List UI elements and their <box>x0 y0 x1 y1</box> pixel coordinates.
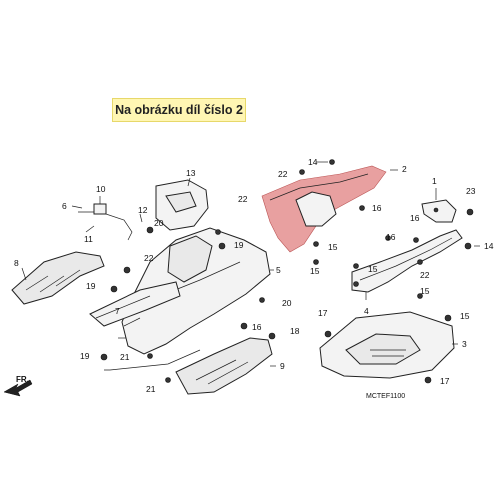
part-3-under-tray <box>319 311 455 379</box>
callout-7: 7 <box>115 306 120 316</box>
part-number-banner: Na obrázku díl číslo 2 <box>112 98 246 122</box>
front-direction-arrow <box>3 379 33 397</box>
callout-4: 4 <box>364 306 369 316</box>
part-1-bracket <box>421 199 457 223</box>
callout-19-bottom: 19 <box>80 351 90 361</box>
callout-19-top: 19 <box>234 240 244 250</box>
callout-12: 12 <box>138 205 148 215</box>
callout-13: 13 <box>186 168 196 178</box>
callout-20-top: 20 <box>154 218 164 228</box>
callout-10: 10 <box>96 184 106 194</box>
callout-15-d: 15 <box>420 286 430 296</box>
callout-17-bottom: 17 <box>440 376 450 386</box>
callout-22-right: 22 <box>420 270 430 280</box>
callout-17-top: 17 <box>318 308 328 318</box>
callout-5: 5 <box>276 265 281 275</box>
part-7-frame-bracket <box>89 281 181 327</box>
callout-6: 6 <box>62 201 67 211</box>
part-8-floor-mat <box>11 251 105 305</box>
callout-16-a: 16 <box>372 203 382 213</box>
callout-16-c: 16 <box>386 232 396 242</box>
callout-14-right: 14 <box>484 241 494 251</box>
part-9-step-mat <box>175 337 273 395</box>
callout-15-b: 15 <box>310 266 320 276</box>
callout-22-top: 22 <box>278 169 288 179</box>
callout-22-left: 22 <box>238 194 248 204</box>
callout-23: 23 <box>466 186 476 196</box>
callout-21-mid: 21 <box>120 352 130 362</box>
callout-2: 2 <box>402 164 407 174</box>
callout-1: 1 <box>432 176 437 186</box>
leader-lines <box>21 161 480 371</box>
callout-14-top: 14 <box>308 157 318 167</box>
callout-11: 11 <box>84 234 93 244</box>
fastener-clips <box>100 159 474 384</box>
callout-20-right: 20 <box>282 298 292 308</box>
callout-16-b: 16 <box>410 213 420 223</box>
callout-21-bottom: 21 <box>146 384 156 394</box>
part-2-inner-cover <box>261 165 387 253</box>
front-label: FR. <box>16 375 29 384</box>
callout-8: 8 <box>14 258 19 268</box>
callout-9: 9 <box>280 361 285 371</box>
callout-22-mid: 22 <box>144 253 154 263</box>
callout-15-a: 15 <box>328 242 338 252</box>
callout-3: 3 <box>462 339 467 349</box>
part-11-side-bracket <box>78 203 133 241</box>
part-4-floor-support <box>351 229 463 293</box>
callout-15-c: 15 <box>368 264 378 274</box>
callout-19-mid: 19 <box>86 281 96 291</box>
part-13-console-cover <box>155 179 209 231</box>
callout-18: 18 <box>290 326 300 336</box>
callout-16-d: 16 <box>252 322 262 332</box>
diagram-code: MCTEF1100 <box>366 393 405 400</box>
callout-15-e: 15 <box>460 311 470 321</box>
part-5-floor-panel <box>121 227 271 355</box>
